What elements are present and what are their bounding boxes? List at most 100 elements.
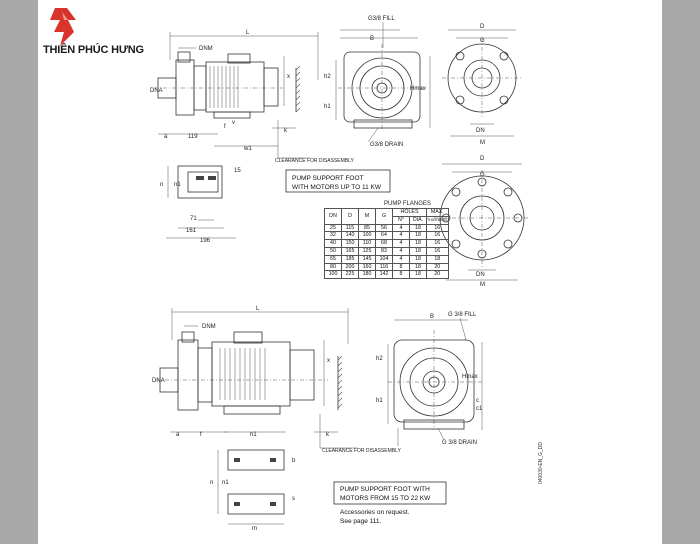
table-cell: 68 <box>375 239 393 248</box>
table-cell: 18 <box>409 246 427 256</box>
table-cell: 50 <box>324 246 342 256</box>
table-cell: 165 <box>341 246 359 256</box>
table-cell: 20 <box>426 262 449 272</box>
drawing-code: 040030-EN_G_DD <box>538 442 544 484</box>
col-m: M <box>358 208 376 225</box>
dim-h1-bottom: h1 <box>376 398 383 404</box>
dim-b-bottom: B <box>430 314 434 320</box>
drain-label-top: G3/8 DRAIN <box>370 142 403 148</box>
dim-dn-mid: DN <box>476 272 485 278</box>
col-holes-no: N° <box>392 215 410 225</box>
table-cell: 4 <box>392 254 410 264</box>
dim-d-mid: D <box>480 156 485 162</box>
table-cell: 225 <box>341 270 359 280</box>
table-cell: 83 <box>375 246 393 256</box>
dim-dnm: DNM <box>199 46 213 52</box>
technical-drawing: L DNM DNA <box>150 16 530 532</box>
dim-dna-bottom: DNA <box>152 378 165 384</box>
col-d: D <box>341 208 359 225</box>
table-cell: 8 <box>392 262 410 272</box>
drain-label-bottom: G 3/8 DRAIN <box>442 440 477 446</box>
dim-196: 196 <box>200 238 211 244</box>
table-cell: 145 <box>358 254 376 264</box>
table-cell: 64 <box>375 231 393 241</box>
dim-f-bottom: f <box>200 432 202 438</box>
pump-side-view-top: L DNM DNA <box>150 30 354 164</box>
table-cell: 115 <box>341 223 359 233</box>
dim-hmax-top: Hmax <box>410 86 426 92</box>
dim-v: v <box>232 120 235 126</box>
dim-n1-foot: n1 <box>174 182 181 188</box>
dim-d-top: D <box>480 24 485 30</box>
table-cell: 4 <box>392 246 410 256</box>
table-cell: 4 <box>392 231 410 241</box>
table-cell: 4 <box>392 239 410 248</box>
pump-front-view-bottom: B G 3/8 FILL h2 h1 Hmax c c1 G 3/8 DRAIN <box>376 312 483 446</box>
table-cell: 100 <box>324 270 342 280</box>
table-cell: 140 <box>341 231 359 241</box>
table-cell: 18 <box>409 262 427 272</box>
dim-119: 119 <box>188 134 198 140</box>
table-cell: 185 <box>341 254 359 264</box>
dim-15: 15 <box>234 168 241 174</box>
table-cell: 110 <box>358 239 376 248</box>
dim-m-large: m <box>252 526 257 532</box>
dim-k-bottom: k <box>326 432 330 438</box>
table-cell: 125 <box>358 246 376 256</box>
table-cell: 104 <box>375 254 393 264</box>
support-foot-small-line2: WITH MOTORS UP TO 11 KW <box>292 184 382 191</box>
dim-h2-top: h2 <box>324 74 331 80</box>
dim-n1-large: n1 <box>222 480 229 486</box>
dim-h1-top: h1 <box>324 104 331 110</box>
col-holes: HOLES <box>392 208 427 217</box>
dim-a-bottom: a <box>176 432 180 438</box>
table-cell: 200 <box>341 262 359 272</box>
pump-side-view-bottom: L DNM DNA <box>152 306 401 454</box>
table-cell: 18 <box>409 223 427 233</box>
table-cell: 116 <box>375 262 393 272</box>
table-cell: 4 <box>392 223 410 233</box>
dim-71: 71 <box>190 216 197 222</box>
pump-front-view-top: G3/8 FILL B h2 h1 Hmax G3/8 DRAIN <box>324 16 431 148</box>
col-holes-dia: DIA. <box>409 215 427 225</box>
dim-dnm-bottom: DNM <box>202 324 216 330</box>
support-foot-small-line1: PUMP SUPPORT FOOT <box>292 175 364 182</box>
dim-l: L <box>246 30 250 36</box>
support-foot-large-box: PUMP SUPPORT FOOT WITH MOTORS FROM 15 TO… <box>333 481 447 525</box>
col-g: G <box>375 208 393 225</box>
col-thickness: THICKNESS <box>426 215 449 225</box>
table-cell: 16 <box>426 223 449 233</box>
brand-logo <box>42 6 154 62</box>
support-foot-small: n n1 15 71 161 196 <box>160 165 241 244</box>
dim-c-bottom: c <box>476 398 479 404</box>
dim-g-mid: G <box>480 172 485 178</box>
dim-x: x <box>287 74 290 80</box>
table-cell: 85 <box>358 223 376 233</box>
table-cell: 18 <box>409 254 427 264</box>
table-cell: 32 <box>324 231 342 241</box>
dim-x-bottom: x <box>327 358 330 364</box>
table-cell: 150 <box>341 239 359 248</box>
table-cell: 100 <box>358 231 376 241</box>
dim-l-bottom: L <box>256 306 260 312</box>
fill-label-top: G3/8 FILL <box>368 16 395 22</box>
dim-k: k <box>284 128 288 134</box>
dim-s-large: s <box>292 496 295 502</box>
accessories-line2: See page 111. <box>340 518 382 525</box>
support-foot-large: n n1 b s m <box>210 449 296 532</box>
dim-161: 161 <box>186 228 197 234</box>
dim-n1-bottom: n1 <box>250 432 257 438</box>
table-cell: 80 <box>324 262 342 272</box>
dim-b-top: B <box>370 36 374 42</box>
accessories-line1: Accessories on request. <box>340 509 410 516</box>
brand-name: THIÊN PHÚC HƯNG <box>43 44 144 56</box>
table-cell: 180 <box>358 270 376 280</box>
col-max: MAX. <box>426 208 449 217</box>
table-cell: 65 <box>324 254 342 264</box>
